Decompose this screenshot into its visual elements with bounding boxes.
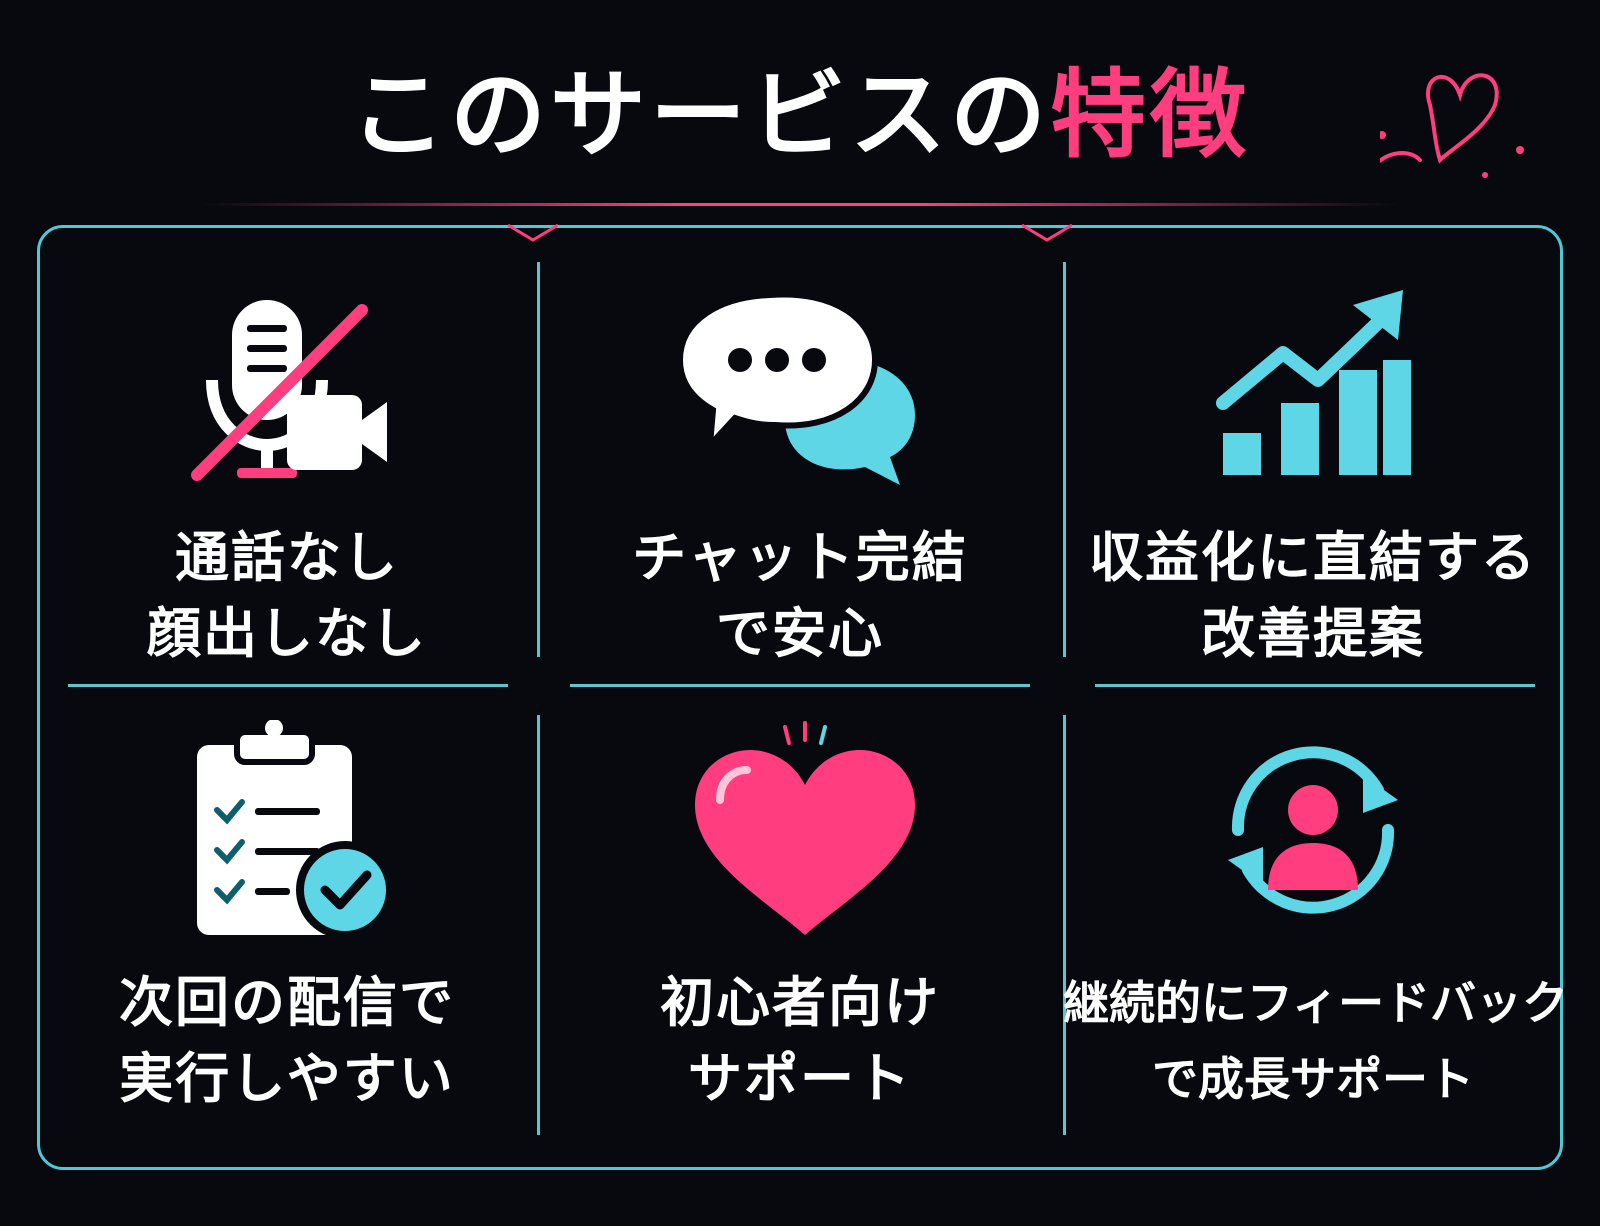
title-underline bbox=[200, 203, 1400, 206]
frame-notch bbox=[1022, 223, 1072, 242]
feature-label: 初心者向け サポート bbox=[660, 971, 940, 1110]
decorative-heart-icon bbox=[1380, 73, 1524, 178]
feature-card: 初心者向け サポート bbox=[550, 700, 1050, 1140]
user-cycle-icon bbox=[1063, 720, 1563, 940]
divider-vertical bbox=[1063, 715, 1066, 1135]
chat-bubbles-icon bbox=[550, 275, 1050, 495]
divider-horizontal bbox=[1095, 684, 1535, 687]
divider-vertical bbox=[537, 715, 540, 1135]
divider-horizontal bbox=[570, 684, 1030, 687]
feature-label: チャット完結 で安心 bbox=[632, 526, 968, 665]
page-title: このサービスの特徴 bbox=[0, 55, 1600, 175]
feature-label: 通話なし 顔出しなし bbox=[147, 526, 427, 665]
feature-label: 収益化に直結する 改善提案 bbox=[1089, 526, 1537, 665]
frame-notch bbox=[508, 223, 558, 242]
checklist-clipboard-icon bbox=[37, 720, 537, 940]
growth-chart-icon bbox=[1063, 275, 1563, 495]
feature-label: 継続的にフィードバック で成長サポート bbox=[1063, 976, 1569, 1106]
muted-mic-video-icon bbox=[37, 275, 537, 495]
divider-vertical bbox=[537, 262, 540, 657]
feature-card: 収益化に直結する 改善提案 bbox=[1063, 255, 1563, 695]
feature-card: 次回の配信で 実行しやすい bbox=[37, 700, 537, 1140]
title-accent: 特徴 bbox=[1050, 59, 1250, 171]
feature-card: 継続的にフィードバック で成長サポート bbox=[1063, 700, 1569, 1140]
features-frame bbox=[37, 225, 1563, 1170]
divider-horizontal bbox=[68, 684, 508, 687]
heart-icon bbox=[550, 720, 1050, 940]
feature-card: 通話なし 顔出しなし bbox=[37, 255, 537, 695]
title-main: このサービスの bbox=[350, 59, 1050, 171]
feature-label: 次回の配信で 実行しやすい bbox=[119, 971, 455, 1110]
feature-card: チャット完結 で安心 bbox=[550, 255, 1050, 695]
divider-vertical bbox=[1063, 262, 1066, 657]
